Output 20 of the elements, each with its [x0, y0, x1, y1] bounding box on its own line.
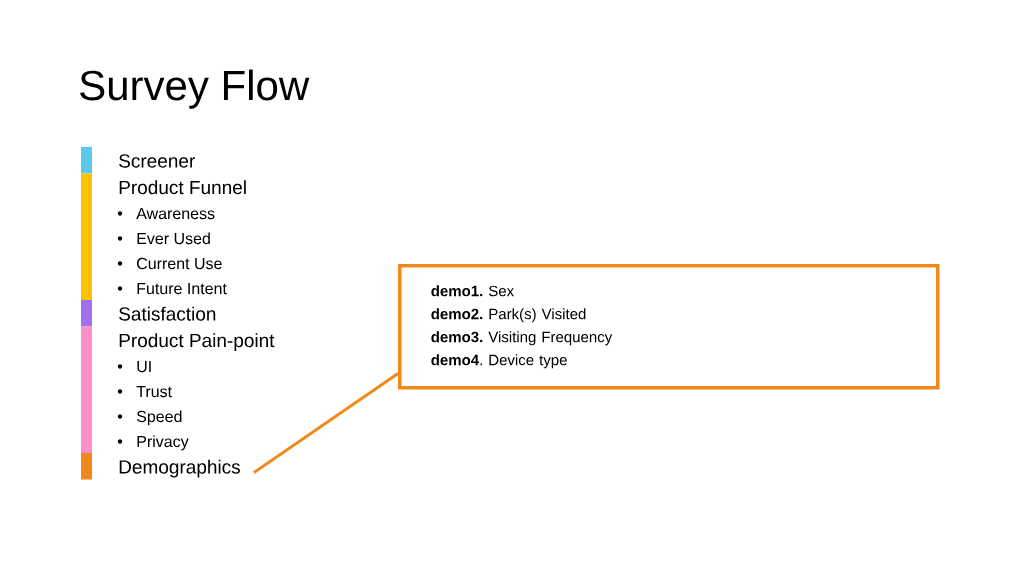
list-item: Ever Used: [137, 232, 210, 245]
slide-title: Survey Flow: [80, 69, 310, 109]
question-item: demo1. Sex: [431, 285, 514, 297]
list-item: Speed: [136, 410, 182, 426]
list-item: Future Intent: [137, 283, 227, 295]
question-item: demo3. Visiting Frequency: [431, 331, 613, 346]
question-item: demo4. Device type: [431, 354, 567, 369]
list-item: Current Use: [137, 257, 222, 270]
list-item: Awareness: [136, 208, 215, 220]
list-item: UI: [137, 361, 151, 373]
section-heading: Demographics: [119, 459, 240, 478]
question-item: demo2. Park(s) Visited: [431, 308, 586, 323]
callout-box: [398, 264, 940, 390]
section-heading: Screener: [119, 154, 195, 168]
section-heading: Product Funnel: [119, 180, 246, 195]
list-item: Trust: [136, 386, 172, 398]
section-heading: Satisfaction: [119, 306, 216, 321]
list-item: Privacy: [137, 435, 189, 451]
leader-line: [253, 372, 399, 474]
section-heading: Product Pain-point: [119, 333, 275, 351]
